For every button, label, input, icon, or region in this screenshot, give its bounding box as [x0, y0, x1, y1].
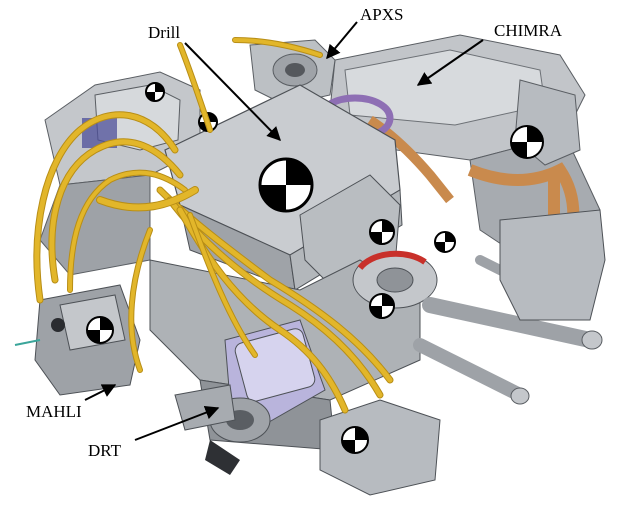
mahli-label: MAHLI — [26, 402, 82, 421]
leader-arrows — [84, 21, 484, 441]
apxs-label: APXS — [360, 5, 404, 24]
drill-assembly — [164, 84, 403, 291]
bottom-right-bracket — [174, 384, 441, 496]
right-lower-block — [434, 209, 606, 321]
chimra-label: CHIMRA — [494, 21, 563, 40]
apxs-leader-arrow — [326, 21, 358, 60]
mahli-leader-arrow — [84, 384, 117, 401]
mahli-camera — [14, 284, 141, 396]
drill-leader-arrow — [184, 42, 281, 142]
cable-harnesses — [33, 37, 394, 414]
drt-leader-arrow — [134, 406, 220, 441]
apxs-assembly — [249, 39, 336, 106]
chimra-leader-arrow — [416, 39, 484, 86]
drill-label: Drill — [148, 23, 181, 42]
drt-label: DRT — [88, 441, 121, 460]
